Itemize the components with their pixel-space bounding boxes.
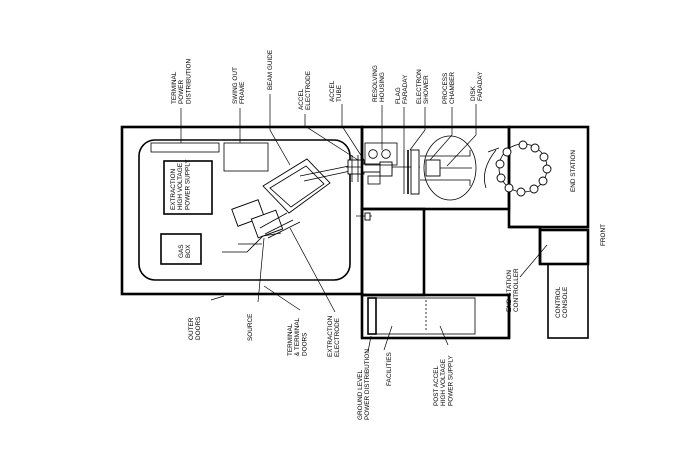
- label-disk-faraday-line: FARADAY: [477, 71, 484, 101]
- ground-power-cabinet: [360, 293, 511, 340]
- label-terminal-power-distribution-line: TERMINAL: [171, 71, 178, 104]
- label-electron-shower-line: SHOWER: [423, 75, 430, 104]
- label-outer-doors-line: DOORS: [195, 317, 202, 340]
- label-front: FRONT: [600, 224, 607, 246]
- label-post-accel-hv-power-supply-line: POWER SUPPLY: [447, 355, 454, 406]
- label-post-accel-hv-power-supply-line: HIGH VOLTAGE: [440, 359, 447, 406]
- label-terminal-doors-line: DOORS: [301, 333, 308, 356]
- label-facilities: FACILITIES: [386, 352, 393, 386]
- wafer-disk: [483, 140, 552, 197]
- label-outer-doors-line: OUTER: [188, 317, 195, 340]
- label-swing-out-frame-line: SWING OUT: [232, 67, 239, 104]
- label-terminal-doors-line: TERMINAL: [287, 323, 294, 356]
- label-end-station-controller-line: CONTROLLER: [513, 268, 520, 312]
- label-front-line: FRONT: [600, 224, 607, 246]
- gas-box: [160, 233, 202, 265]
- label-electron-shower-line: ELECTRON: [416, 69, 423, 104]
- label-source-line: SOURCE: [247, 314, 254, 341]
- label-terminal-doors-line: & TERMINAL: [294, 317, 301, 356]
- label-extraction-hv-power-supply-line: POWER SUPPLY: [184, 159, 191, 210]
- process-chamber: [403, 135, 477, 201]
- label-ground-level-power-distribution-line: GROUND LEVEL: [357, 369, 364, 420]
- end-station-controller-box: [538, 228, 590, 266]
- label-extraction-hv-power-supply-line: HIGH VOLTAGE: [177, 163, 184, 210]
- label-resolving-housing-line: HOUSING: [379, 72, 386, 102]
- label-flag-faraday-line: FLAG: [395, 87, 402, 104]
- label-extraction-hv-power-supply-line: EXTRACTION: [170, 168, 177, 210]
- swing-out-frame-box: [223, 142, 269, 172]
- label-process-chamber-line: PROCESS: [442, 73, 449, 104]
- label-beam-guide: BEAM GUIDE: [267, 50, 274, 90]
- terminal-power-distribution-box: [150, 142, 220, 153]
- label-gas-box-line: GAS: [178, 245, 185, 259]
- terminal-cabinet: [138, 139, 351, 281]
- label-gas-box-line: BOX: [185, 244, 192, 258]
- label-beam-guide-line: BEAM GUIDE: [267, 50, 274, 90]
- source-assembly: [222, 158, 356, 253]
- label-ground-level-power-distribution-line: POWER DISTRIBUTION: [364, 349, 371, 420]
- label-disk-faraday-line: DISK: [470, 85, 477, 101]
- resolving-housing-box: [364, 142, 398, 166]
- label-accel-electrode-line: ELECTRODE: [305, 71, 312, 110]
- label-facilities-line: FACILITIES: [386, 352, 393, 386]
- facilities-block: [360, 207, 426, 297]
- label-end-station-line: END STATION: [570, 150, 577, 192]
- label-flag-faraday-line: FARADAY: [402, 74, 409, 104]
- control-console-box: [547, 263, 589, 339]
- label-end-station-controller-line: END STATION: [506, 270, 513, 312]
- label-extraction-electrode-line: EXTRACTION: [327, 315, 334, 357]
- extraction-hv-power-supply-box: [163, 160, 213, 215]
- label-terminal-power-distribution-line: DISTRIBUTION: [185, 59, 192, 104]
- label-accel-electrode-line: ACCEL: [298, 88, 305, 110]
- label-end-station: END STATION: [570, 150, 577, 192]
- label-resolving-housing-line: RESOLVING: [372, 65, 379, 102]
- end-station-box: [507, 125, 590, 229]
- label-post-accel-hv-power-supply-line: POST ACCEL: [433, 366, 440, 406]
- label-swing-out-frame-line: FRAME: [239, 82, 246, 104]
- label-process-chamber-line: CHAMBER: [449, 72, 456, 104]
- label-extraction-electrode-line: ELECTRODE: [334, 318, 341, 357]
- label-terminal-power-distribution-line: POWER: [178, 79, 185, 104]
- label-accel-tube-line: ACCEL: [329, 80, 336, 102]
- label-source: SOURCE: [247, 314, 254, 341]
- label-control-console-line: CONSOLE: [562, 287, 569, 318]
- label-control-console-line: CONTROL: [555, 286, 562, 318]
- label-accel-tube-line: TUBE: [336, 85, 343, 102]
- leader-lines: [180, 94, 548, 353]
